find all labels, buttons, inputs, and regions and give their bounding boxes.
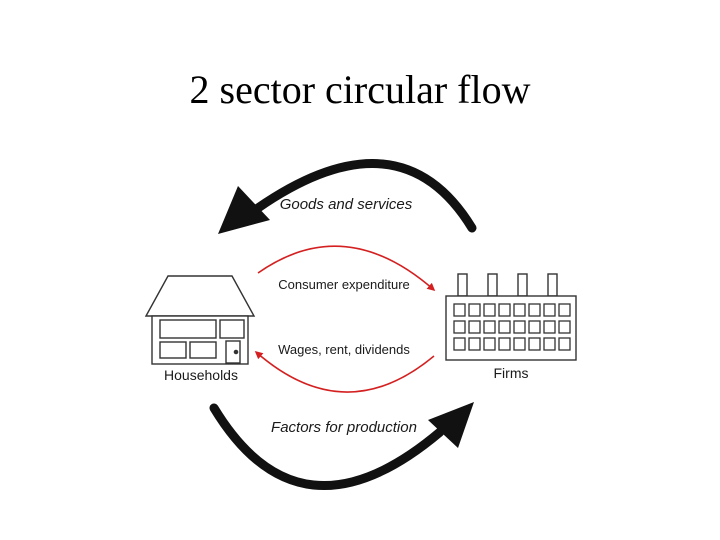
consumer-expenditure-label: Consumer expenditure: [278, 277, 410, 292]
factors-for-production-label: Factors for production: [271, 419, 417, 436]
households-house-icon: [144, 275, 256, 365]
factory-window: [513, 303, 526, 317]
factory-window: [513, 320, 526, 334]
factory-window: [453, 337, 466, 351]
factory-window: [468, 303, 481, 317]
wages-rent-dividends-label: Wages, rent, dividends: [278, 342, 410, 357]
factory-window: [483, 337, 496, 351]
factory-window: [543, 320, 556, 334]
factory-window: [483, 303, 496, 317]
factory-windows: [453, 303, 571, 351]
factory-window: [528, 320, 541, 334]
households-label: Households: [164, 367, 238, 383]
goods-and-services-arrow: [218, 159, 477, 234]
factory-window: [453, 303, 466, 317]
factory-window: [528, 303, 541, 317]
goods-and-services-label: Goods and services: [280, 196, 413, 213]
firms-label: Firms: [494, 365, 529, 381]
factory-window: [483, 320, 496, 334]
wages-rent-dividends-arrow: [254, 350, 435, 393]
factory-window: [468, 337, 481, 351]
factory-window: [558, 320, 571, 334]
factory-window: [528, 337, 541, 351]
factory-window: [558, 303, 571, 317]
factory-window: [513, 337, 526, 351]
factory-window: [543, 337, 556, 351]
factors-for-production-arrow: [209, 402, 474, 491]
factory-window: [543, 303, 556, 317]
consumer-expenditure-arrow: [257, 245, 436, 292]
factory-window: [498, 320, 511, 334]
factory-window: [558, 337, 571, 351]
factory-window: [468, 320, 481, 334]
factory-window: [498, 337, 511, 351]
factory-window: [498, 303, 511, 317]
page-title: 2 sector circular flow: [189, 67, 531, 112]
factory-window: [453, 320, 466, 334]
